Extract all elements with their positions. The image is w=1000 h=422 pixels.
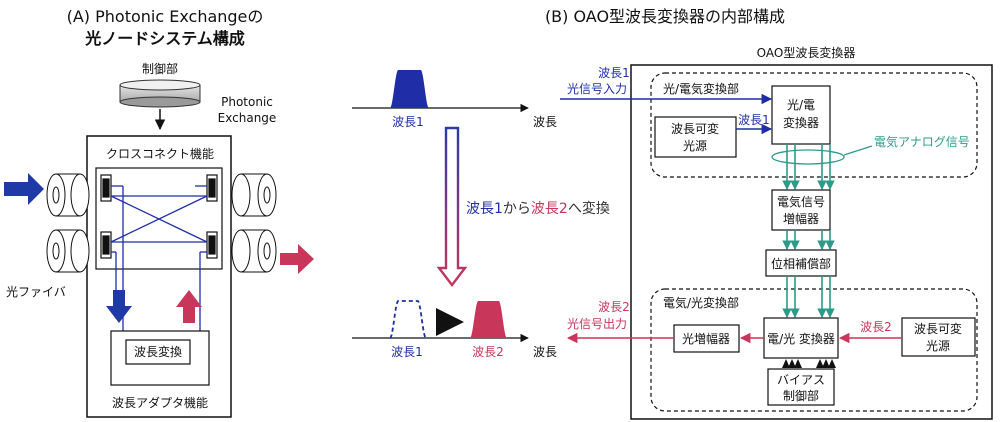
top-axis-label: 波長 xyxy=(533,115,557,129)
oao-converter: OAO型波長変換器 光/電気変換部 電気/光変換部 波長1 光信号入力 光/電 … xyxy=(560,45,993,420)
top-pulse-wavelength1 xyxy=(390,70,429,108)
tunable-source-top-box xyxy=(654,116,737,158)
eo-section-label: 電気/光変換部 xyxy=(663,295,739,310)
oao-converter-title: OAO型波長変換器 xyxy=(757,45,856,60)
photonic-exchange-box xyxy=(86,135,232,418)
input-arrow-icon xyxy=(4,173,44,205)
input-label-line2: 光信号入力 xyxy=(567,82,627,96)
switch-ports xyxy=(100,174,218,259)
panel-b-spectra: (B) OAO型波長変換器の内部構成 波長1 波長 波長1から波長2へ変換 波長… xyxy=(352,7,785,359)
bias-arrows xyxy=(782,359,836,368)
analog-signal-label: 電気アナログ信号 xyxy=(874,134,970,149)
fiber-label: 光ファイバ xyxy=(6,285,66,299)
teal-lines-2 xyxy=(782,230,835,250)
fiber-spool-right-bottom xyxy=(231,229,277,273)
eo-converter-label: 電/光 変換器 xyxy=(767,331,835,346)
shift-arrow-icon xyxy=(436,308,464,336)
adapter-label: 波長アダプタ機能 xyxy=(112,395,208,410)
analog-signal-ellipse xyxy=(771,149,845,165)
wavelength-conversion-label: 波長変換 xyxy=(134,344,182,359)
teal-lines-1 xyxy=(782,144,835,190)
optical-amplifier-box xyxy=(673,324,740,353)
oe-section-box xyxy=(650,72,978,178)
oe-converter-label-line2: 変換器 xyxy=(783,115,819,130)
crossconnect-box xyxy=(95,167,223,270)
tunable-source-top-line2: 光源 xyxy=(683,139,707,153)
output-label-line2: 光信号出力 xyxy=(567,317,627,331)
tunable-source-bottom-line2: 光源 xyxy=(926,339,950,353)
tunable-source-top-arrow-label: 波長1 xyxy=(738,113,770,127)
controller-label: 制御部 xyxy=(142,61,178,76)
output-label-line1: 波長2 xyxy=(598,300,630,314)
exchange-label-line1: Photonic xyxy=(221,95,273,109)
tunable-source-bottom-box xyxy=(901,317,976,357)
top-pulse-label: 波長1 xyxy=(392,115,424,129)
signal-amplifier-line1: 電気信号 xyxy=(777,194,825,209)
eo-section-box xyxy=(650,288,978,412)
signal-amplifier-line2: 増幅器 xyxy=(783,211,819,226)
fiber-spool-left-bottom xyxy=(46,229,90,273)
bottom-pulse-label1: 波長1 xyxy=(391,345,423,359)
drop-arrow-icon xyxy=(106,290,132,323)
add-arrow-icon xyxy=(176,290,202,323)
crossconnect-wiring xyxy=(110,185,208,331)
fiber-spool-left-top xyxy=(46,173,90,217)
bias-controller-box xyxy=(767,368,835,406)
phase-compensator-box xyxy=(765,249,837,277)
bias-controller-line2: 制御部 xyxy=(783,388,819,403)
oe-converter-label-line1: 光/電 xyxy=(787,98,815,112)
panel-b-title: (B) OAO型波長変換器の内部構成 xyxy=(545,7,785,26)
signal-amplifier-box xyxy=(771,189,831,231)
tunable-source-bottom-arrow-label: 波長2 xyxy=(860,320,892,334)
oe-converter-box xyxy=(771,85,831,145)
tunable-source-bottom-line1: 波長可変 xyxy=(914,321,962,336)
tunable-source-top-line1: 波長可変 xyxy=(671,121,719,136)
wavelength-conversion-box xyxy=(125,339,191,365)
output-arrow-icon xyxy=(280,244,314,274)
bottom-pulse-wavelength1 xyxy=(389,300,427,339)
crossconnect-label: クロスコネクト機能 xyxy=(106,146,214,161)
phase-compensator-label: 位相補償部 xyxy=(771,256,831,271)
eo-converter-box xyxy=(763,317,839,359)
controller-cylinder xyxy=(119,79,201,108)
input-label-line1: 波長1 xyxy=(598,66,630,80)
bottom-pulse-wavelength2 xyxy=(470,301,507,338)
analog-signal-pointer xyxy=(843,145,873,156)
panel-a: (A) Photonic Exchangeの 光ノードシステム構成 制御部 Ph… xyxy=(4,7,314,418)
conversion-text: 波長1から波長2へ変換 xyxy=(466,200,610,217)
bottom-axis-label: 波長 xyxy=(533,345,557,359)
optical-amplifier-label: 光増幅器 xyxy=(682,331,730,346)
oe-section-label: 光/電気変換部 xyxy=(663,81,739,96)
panel-a-title-line2: 光ノードシステム構成 xyxy=(84,29,245,48)
teal-lines-3 xyxy=(782,276,835,318)
bias-controller-line1: バイアス xyxy=(777,373,825,387)
panel-a-title-line1: (A) Photonic Exchangeの xyxy=(67,7,264,26)
exchange-label-line2: Exchange xyxy=(218,111,277,125)
fiber-spool-right-top xyxy=(231,173,277,217)
conversion-arrow-icon xyxy=(436,126,468,287)
bottom-pulse-label2: 波長2 xyxy=(472,345,504,359)
